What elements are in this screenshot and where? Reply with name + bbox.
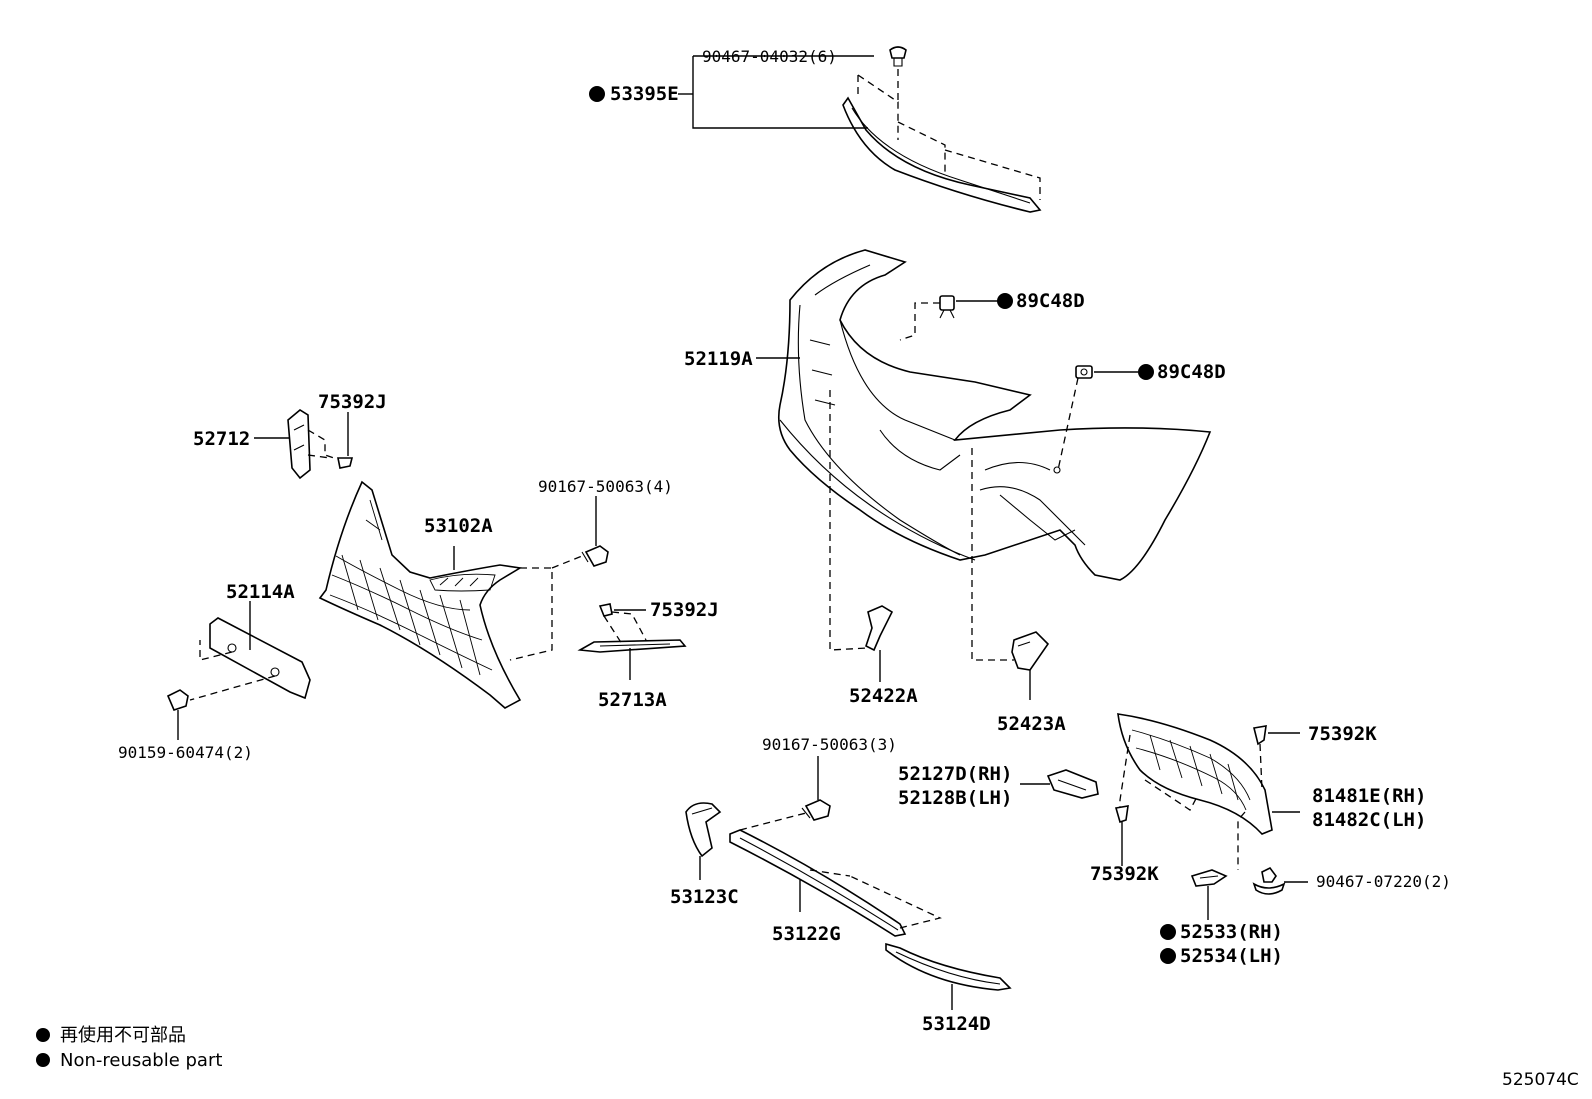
label-52534: 52534(LH) [1180, 945, 1283, 967]
bracket-52533-52534 [1160, 869, 1228, 964]
bracket-52422A [829, 390, 894, 682]
label-52422A: 52422A [849, 685, 918, 707]
label-75392K-a: 75392K [1308, 723, 1377, 745]
label-75392J-b: 75392J [650, 599, 719, 621]
grille-53102A [318, 480, 583, 709]
sensor-bracket-89C48D-a [899, 293, 1013, 341]
seal-strip-53395E [842, 46, 1042, 213]
legend-marker-en [36, 1053, 50, 1067]
bumper-cover-52119A [777, 249, 1212, 581]
label-53122G: 53122G [772, 923, 841, 945]
license-plate-bracket-52114A [166, 601, 311, 740]
label-52423A: 52423A [997, 713, 1066, 735]
legend: 再使用不可部品 Non-reusable part [36, 1025, 222, 1071]
label-89C48D-a: 89C48D [1016, 290, 1085, 312]
fog-cover-81481E-81482C [1117, 713, 1300, 870]
label-90159-60474: 90159-60474(2) [118, 743, 253, 762]
label-75392J-a: 75392J [318, 391, 387, 413]
leader-53395E [589, 55, 874, 129]
bracket-52423A [971, 448, 1050, 700]
bolt-90167-50063-3 [801, 756, 831, 821]
label-52114A: 52114A [226, 581, 295, 603]
clip-90467-07220 [1252, 866, 1308, 895]
clip-75392K-b [1114, 805, 1129, 866]
label-52533: 52533(RH) [1180, 921, 1283, 943]
label-52119A: 52119A [684, 348, 753, 370]
label-53123C: 53123C [670, 886, 739, 908]
end-piece-53123C [685, 802, 722, 880]
label-53102A: 53102A [424, 515, 493, 537]
label-52713A: 52713A [598, 689, 667, 711]
molding-53124D [885, 942, 1012, 1010]
lower-strip-53122G [729, 811, 942, 937]
label-75392K-b: 75392K [1090, 863, 1159, 885]
diagram-code: 525074C [1502, 1070, 1579, 1090]
legend-en-text: Non-reusable part [60, 1050, 222, 1071]
bracket-52127D-52128B [1020, 769, 1099, 799]
label-90467-04032: 90467-04032(6) [702, 47, 837, 66]
label-81481E: 81481E(RH) [1312, 785, 1426, 807]
non-reusable-marker [589, 86, 605, 102]
sensor-bracket-89C48D-b [1057, 364, 1154, 471]
bracket-52712 [254, 409, 354, 480]
legend-jp-text: 再使用不可部品 [60, 1025, 186, 1046]
label-52712: 52712 [193, 428, 250, 450]
label-89C48D-b: 89C48D [1157, 361, 1226, 383]
label-90167-50063-3: 90167-50063(3) [762, 735, 897, 754]
bolt-90167-50063-4 [581, 496, 609, 567]
label-53124D: 53124D [922, 1013, 991, 1035]
label-52127D: 52127D(RH) [898, 763, 1012, 785]
clip-75392K-a [1253, 725, 1300, 791]
label-81482C: 81482C(LH) [1312, 809, 1426, 831]
label-52128B: 52128B(LH) [898, 787, 1012, 809]
label-90467-07220: 90467-07220(2) [1316, 872, 1451, 891]
legend-marker-jp [36, 1028, 50, 1042]
label-90167-50063-4: 90167-50063(4) [538, 477, 673, 496]
label-53395E: 53395E [610, 83, 679, 105]
molding-52713A [577, 603, 687, 680]
